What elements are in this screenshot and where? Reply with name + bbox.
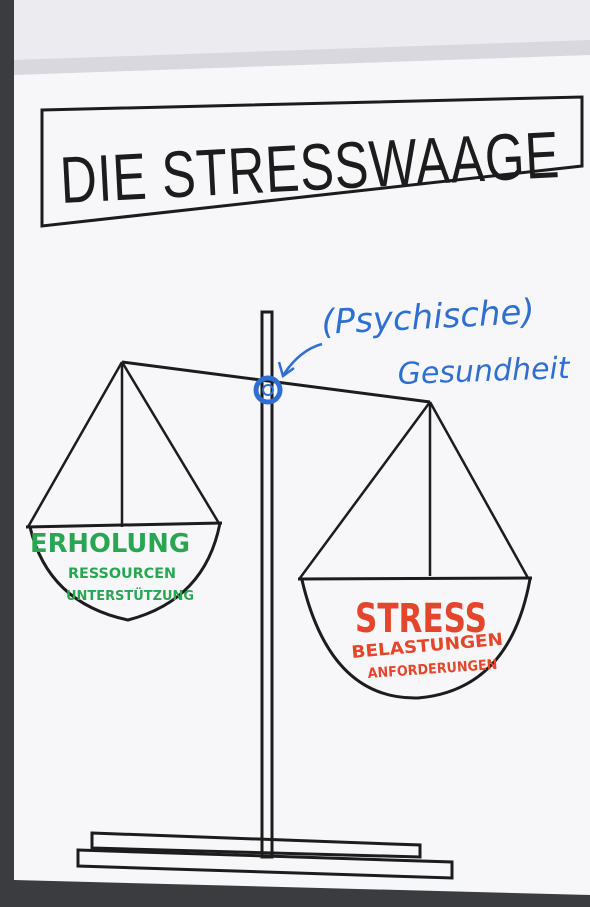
left-pan-heading: ERHOLUNG [30, 529, 190, 559]
scale-base-bottom [76, 848, 454, 880]
left-pan-line2: UNTERSTÜTZUNG [66, 588, 194, 604]
right-pan-rope-inner [428, 401, 530, 579]
right-pan-rope-outer [298, 401, 432, 579]
pivot-arrow-head [277, 361, 295, 379]
right-pan-rim [297, 576, 533, 581]
left-pan-bowl [28, 522, 222, 622]
left-pan-rim [25, 521, 223, 529]
left-pan-rope-inner [120, 361, 222, 526]
pivot-center [262, 384, 274, 396]
pivot-arrow [282, 342, 323, 375]
left-pan-rope-outer [26, 361, 124, 528]
left-pan-line1: RESSOURCEN [68, 566, 176, 582]
title-box [40, 95, 584, 228]
pivot-ring [253, 375, 283, 405]
flipchart-page [14, 55, 590, 895]
right-pan-bowl [300, 578, 532, 700]
scale-base-top [90, 831, 422, 859]
right-pan-heading: STRESS [355, 596, 487, 642]
pivot-label-line2: Gesundheit [397, 351, 571, 392]
